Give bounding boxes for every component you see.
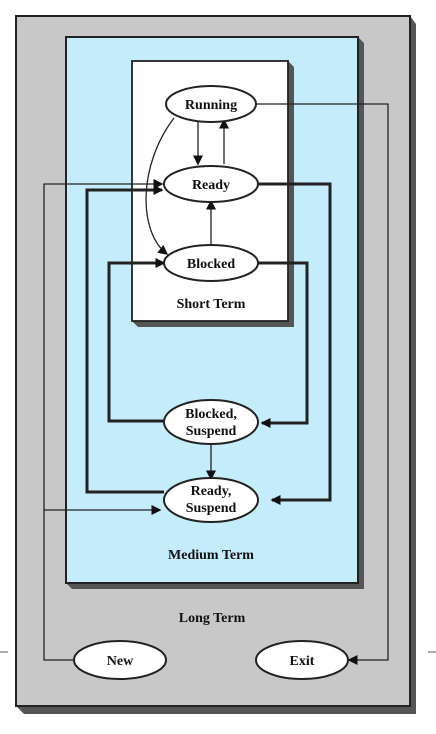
state-blocked-suspend-label-line2: Suspend (186, 424, 237, 439)
medium-term-label: Medium Term (168, 548, 254, 563)
state-ready-suspend: Ready, Suspend (163, 477, 259, 523)
state-new-label: New (107, 654, 134, 669)
state-blocked-suspend: Blocked, Suspend (163, 399, 259, 445)
arrow-running-to-blocked (145, 117, 175, 255)
state-ready: Ready (163, 165, 259, 203)
state-new: New (73, 640, 167, 680)
state-blocked-label: Blocked (187, 257, 235, 272)
short-term-label: Short Term (177, 297, 246, 312)
state-ready-label: Ready (192, 178, 230, 193)
state-blocked-suspend-label-line1: Blocked, (185, 407, 237, 422)
state-ready-suspend-label-line2: Suspend (186, 501, 237, 516)
state-exit: Exit (255, 640, 349, 680)
long-term-label: Long Term (179, 611, 246, 626)
arrow-blocked-suspend-to-blocked (107, 258, 166, 423)
state-running-label: Running (185, 98, 237, 113)
arrow-ready-suspend-to-ready (85, 185, 164, 494)
arrow-ready-to-ready-suspend (258, 182, 332, 505)
state-exit-label: Exit (290, 654, 315, 669)
state-running: Running (165, 85, 257, 123)
arrow-new-to-ready (43, 179, 164, 661)
state-blocked: Blocked (163, 244, 259, 282)
state-ready-suspend-label-line1: Ready, (191, 484, 232, 499)
arrow-blocked-to-blocked-suspend (258, 261, 309, 428)
arrow-running-to-exit (256, 103, 389, 665)
